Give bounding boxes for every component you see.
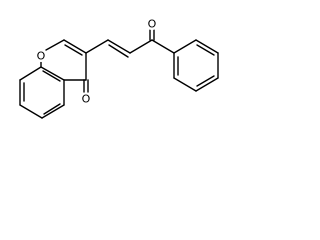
bond [19, 66, 42, 81]
bond [129, 39, 153, 54]
bond [151, 39, 175, 54]
chain-ketone-oxygen-label: O [148, 18, 157, 31]
bond-inner [42, 70, 61, 82]
chemical-structure: O O O [19, 18, 219, 119]
atom-labels: O O O [35, 18, 158, 106]
ring-oxygen-label: O [37, 50, 46, 63]
bond-inner [108, 44, 129, 58]
bond-inner [43, 103, 61, 115]
bond [19, 104, 43, 119]
bond [41, 104, 65, 119]
bond [107, 39, 131, 54]
bond-inner [196, 44, 215, 56]
bond [195, 77, 219, 92]
bond [173, 77, 197, 92]
ring-ketone-oxygen-label: O [82, 93, 91, 106]
bond [63, 39, 87, 54]
bond-inner [196, 75, 215, 87]
ring-ketone-oxygen: O [80, 93, 92, 106]
bond [173, 39, 197, 54]
bonds [19, 29, 219, 119]
bond-inner [64, 44, 83, 56]
chain-ketone-oxygen: O [146, 18, 158, 31]
bond [195, 39, 219, 54]
ring-oxygen: O [35, 50, 47, 63]
bond [45, 39, 65, 51]
bond [40, 66, 65, 81]
bond [85, 39, 109, 54]
